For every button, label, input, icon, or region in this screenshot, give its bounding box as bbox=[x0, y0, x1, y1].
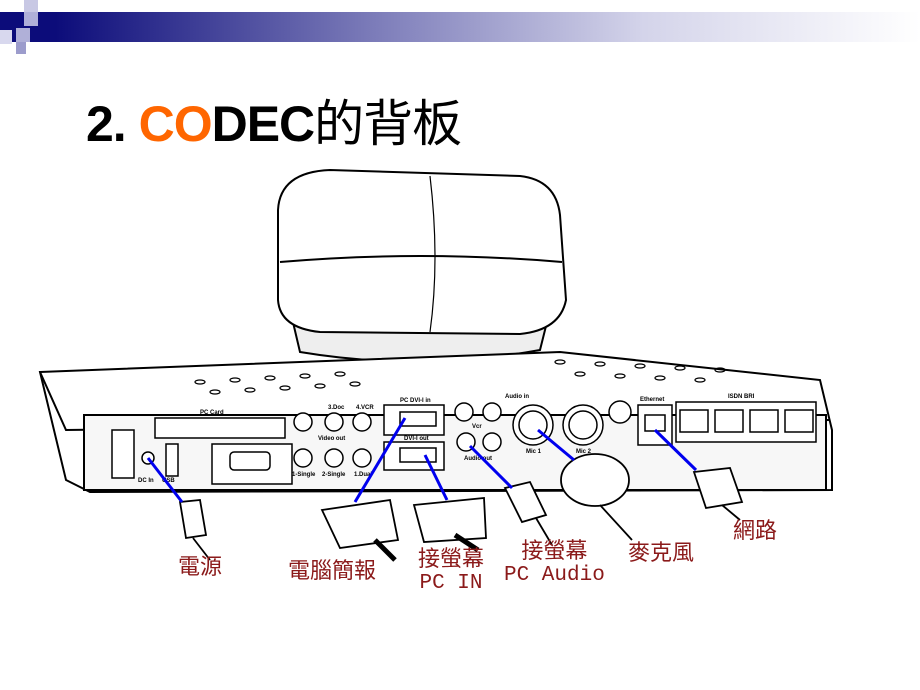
banner-square bbox=[24, 12, 38, 26]
label-mic2: Mic 2 bbox=[576, 449, 592, 455]
label-video-out: Video out bbox=[318, 436, 345, 442]
label-audio-in: Audio in bbox=[505, 394, 529, 400]
connector-line-monitor bbox=[423, 454, 449, 501]
label-mic1: Mic 1 bbox=[526, 449, 542, 455]
page-title: 2. CODEC的背板 bbox=[86, 96, 462, 152]
ethernet-plug bbox=[692, 467, 744, 510]
usb-port bbox=[165, 443, 179, 477]
panel-labels: PC Card Video out 3.Doc 4.VCR 1-Single 2… bbox=[138, 394, 755, 484]
label-vcr: Vcr bbox=[472, 424, 482, 430]
label-isdn-bri: ISDN BRI bbox=[728, 394, 755, 400]
dvi-plug-computer bbox=[320, 498, 400, 549]
callout-network: 網路 bbox=[733, 519, 778, 544]
header-banner bbox=[0, 12, 920, 42]
label-audio-out: Audio out bbox=[464, 456, 492, 462]
rear-panel-ports bbox=[111, 400, 817, 485]
cable-plugs bbox=[178, 453, 744, 562]
pc-card-slot bbox=[154, 417, 286, 439]
banner-square bbox=[24, 0, 38, 12]
banner-square bbox=[16, 28, 30, 42]
callout-microphone: 麥克風 bbox=[628, 541, 695, 566]
label-dual: 1.Dual bbox=[354, 472, 372, 478]
label-pc-card: PC Card bbox=[200, 410, 224, 416]
label-single1: 1-Single bbox=[292, 472, 316, 478]
audio-plug bbox=[503, 480, 548, 524]
banner-square bbox=[8, 12, 20, 24]
callout-power: 電源 bbox=[178, 555, 223, 580]
vent-holes bbox=[194, 359, 726, 395]
connector-lines bbox=[146, 417, 698, 503]
power-plug bbox=[178, 499, 208, 540]
dvi-plug-monitor bbox=[412, 497, 487, 543]
connector-line-computer bbox=[353, 417, 407, 503]
label-doc: 3.Doc bbox=[328, 405, 345, 411]
camera-unit bbox=[277, 168, 568, 363]
banner-square bbox=[16, 42, 26, 54]
label-single2: 2-Single bbox=[322, 472, 346, 478]
power-switch bbox=[111, 429, 135, 479]
mic-plug bbox=[560, 453, 630, 507]
label-dc-in: DC In bbox=[138, 478, 154, 484]
label-dvi-out: DVI-I out bbox=[404, 436, 429, 442]
connector-line-ethernet bbox=[653, 428, 698, 472]
label-usb: USB bbox=[162, 478, 175, 484]
callout-computer-presentation: 電腦簡報 bbox=[288, 559, 377, 584]
label-vcr4: 4.VCR bbox=[356, 405, 374, 411]
label-ethernet: Ethernet bbox=[640, 397, 664, 403]
connector-line-audio bbox=[468, 444, 514, 490]
banner-square bbox=[0, 30, 12, 44]
label-pc-dvi-in: PC DVI-I in bbox=[400, 398, 431, 404]
connector-line-power bbox=[146, 457, 184, 503]
connector-line-mic bbox=[537, 428, 575, 462]
